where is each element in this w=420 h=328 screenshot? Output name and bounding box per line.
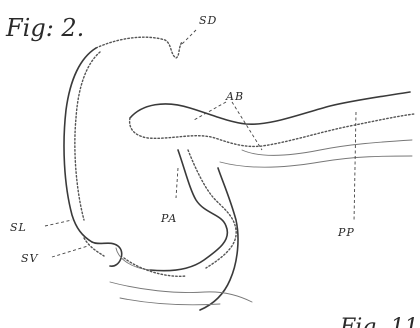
next-figure-caption: Fig. 11 [339, 315, 418, 328]
label-sd: SD [199, 14, 217, 27]
outer-tissue-outline [64, 37, 182, 266]
label-leaders [45, 30, 356, 257]
elongated-limb [130, 92, 414, 167]
label-sv: SV [21, 252, 39, 265]
figure-title: Fig: 2. [5, 14, 84, 42]
lower-base [110, 168, 252, 310]
label-ab: AB [225, 90, 244, 103]
label-pa: PA [160, 212, 177, 225]
label-pp: PP [337, 226, 355, 239]
label-sl: SL [10, 221, 27, 234]
